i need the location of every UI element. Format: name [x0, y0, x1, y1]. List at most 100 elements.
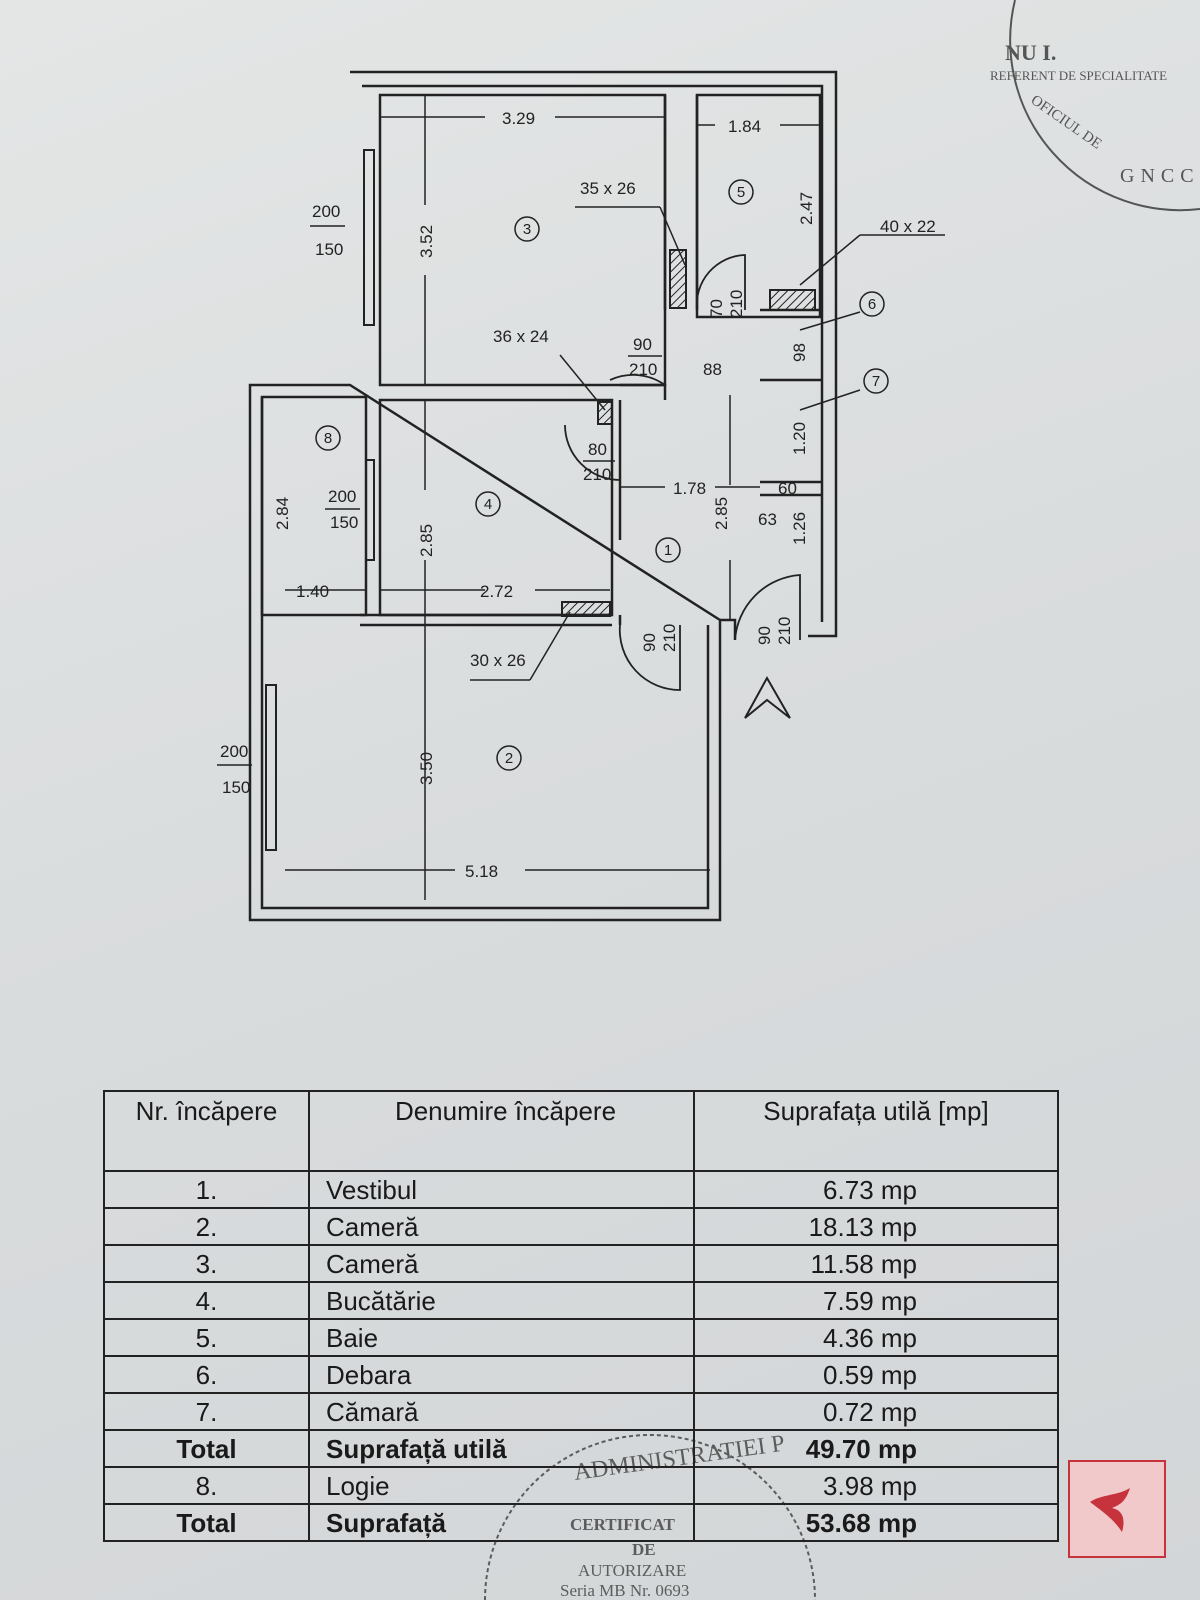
cell-area: 3.98 mp [693, 1466, 1059, 1505]
svg-text:NU I.: NU I. [1005, 40, 1056, 65]
door5-width: 70 [707, 299, 726, 318]
door1-height: 210 [775, 617, 794, 645]
dim-r2-vent: 30 x 26 [470, 651, 526, 670]
window2-width: 200 [220, 742, 248, 761]
dim-r5-width: 1.84 [728, 117, 761, 136]
door3-height: 210 [629, 360, 657, 379]
cell-name: Cameră [308, 1207, 695, 1246]
door2-height: 210 [660, 624, 679, 652]
cell-name: Suprafață [308, 1503, 695, 1542]
window3-height: 150 [315, 240, 343, 259]
dim-r8-width: 1.40 [296, 582, 329, 601]
cell-nr: 5. [103, 1318, 310, 1357]
entrance-arrow-icon [744, 675, 791, 719]
doors [564, 254, 801, 691]
cell-area: 53.68 mp [693, 1503, 1059, 1542]
svg-text:OFICIUL DE: OFICIUL DE [1028, 92, 1105, 152]
dim-r3-vent: 35 x 26 [580, 179, 636, 198]
cell-area: 6.73 mp [693, 1170, 1059, 1209]
cell-nr: 6. [103, 1355, 310, 1394]
cell-nr: 4. [103, 1281, 310, 1320]
table-header: Nr. încăpere Denumire încăpere Suprafața… [103, 1090, 1059, 1172]
dim-r1-height: 2.85 [712, 497, 731, 530]
cell-area: 18.13 mp [693, 1207, 1059, 1246]
cell-area: 7.59 mp [693, 1281, 1059, 1320]
cell-name: Cameră [308, 1244, 695, 1283]
cell-area: 11.58 mp [693, 1244, 1059, 1283]
window4-width: 200 [328, 487, 356, 506]
room-number-5: 5 [737, 184, 745, 201]
cell-area: 49.70 mp [693, 1429, 1059, 1468]
dim-r2-width: 5.18 [465, 862, 498, 881]
cell-nr: 7. [103, 1392, 310, 1431]
header-nr: Nr. încăpere [103, 1090, 310, 1172]
cell-area: 4.36 mp [693, 1318, 1059, 1357]
window2-height: 150 [222, 778, 250, 797]
svg-text:Seria MB Nr. 0693: Seria MB Nr. 0693 [560, 1581, 689, 1600]
door1-width: 90 [755, 626, 774, 645]
dim-r2-height: 3.50 [417, 752, 436, 785]
door2-width: 90 [640, 633, 659, 652]
bird-logo-icon [1090, 1488, 1130, 1532]
dim-r7-width: 60 [778, 479, 797, 498]
room-number-3: 3 [523, 221, 531, 238]
svg-text:REFERENT DE SPECIALITATE: REFERENT DE SPECIALITATE [990, 68, 1167, 83]
dim-r7-height: 1.20 [790, 422, 809, 455]
dim-r5-vent: 40 x 22 [880, 217, 936, 236]
door5-height: 210 [727, 290, 746, 318]
cell-nr: 3. [103, 1244, 310, 1283]
dim-r4-width: 2.72 [480, 582, 513, 601]
cell-nr: 1. [103, 1170, 310, 1209]
cell-name: Vestibul [308, 1170, 695, 1209]
cell-area: 0.59 mp [693, 1355, 1059, 1394]
dim-hall-width: 88 [703, 360, 722, 379]
window4-height: 150 [330, 513, 358, 532]
cell-nr: Total [103, 1429, 310, 1468]
dim-r3-height: 3.52 [417, 225, 436, 258]
dim-r6-height: 98 [790, 343, 809, 362]
vents [561, 249, 816, 617]
dim-r1-width: 1.78 [673, 479, 706, 498]
header-area: Suprafața utilă [mp] [693, 1090, 1059, 1172]
door3-width: 90 [633, 335, 652, 354]
cell-nr: 8. [103, 1466, 310, 1505]
room-area-table: Nr. încăpere Denumire încăpere Suprafața… [103, 1090, 1059, 1542]
cell-name: Bucătărie [308, 1281, 695, 1320]
dim-wall-63: 63 [758, 510, 777, 529]
header-name: Denumire încăpere [308, 1090, 695, 1172]
dim-r8-height: 2.84 [273, 497, 292, 530]
door4-height: 210 [583, 465, 611, 484]
dim-r5-height: 2.47 [797, 192, 816, 225]
cell-nr: Total [103, 1503, 310, 1542]
cell-name: Logie [308, 1466, 695, 1505]
room-number-7: 7 [872, 373, 880, 390]
room-number-6: 6 [868, 296, 876, 313]
cell-area: 0.72 mp [693, 1392, 1059, 1431]
svg-text:AUTORIZARE: AUTORIZARE [578, 1561, 686, 1580]
cell-name: Baie [308, 1318, 695, 1357]
cell-name: Suprafață utilă [308, 1429, 695, 1468]
dim-r4-vent: 36 x 24 [493, 327, 549, 346]
svg-text:DE: DE [632, 1540, 656, 1559]
cell-name: Debara [308, 1355, 695, 1394]
dim-r4-height: 2.85 [417, 524, 436, 557]
dim-r1-lower: 1.26 [790, 512, 809, 545]
windows [265, 149, 375, 851]
room-number-2: 2 [505, 750, 513, 767]
door4-width: 80 [588, 440, 607, 459]
dim-r3-width: 3.29 [502, 109, 535, 128]
room-number-1: 1 [664, 542, 672, 559]
room-markers: 1 2 3 4 5 6 7 8 [315, 179, 889, 771]
cell-nr: 2. [103, 1207, 310, 1246]
svg-text:GNCC: GNCC [1120, 165, 1200, 187]
room-number-8: 8 [324, 430, 332, 447]
